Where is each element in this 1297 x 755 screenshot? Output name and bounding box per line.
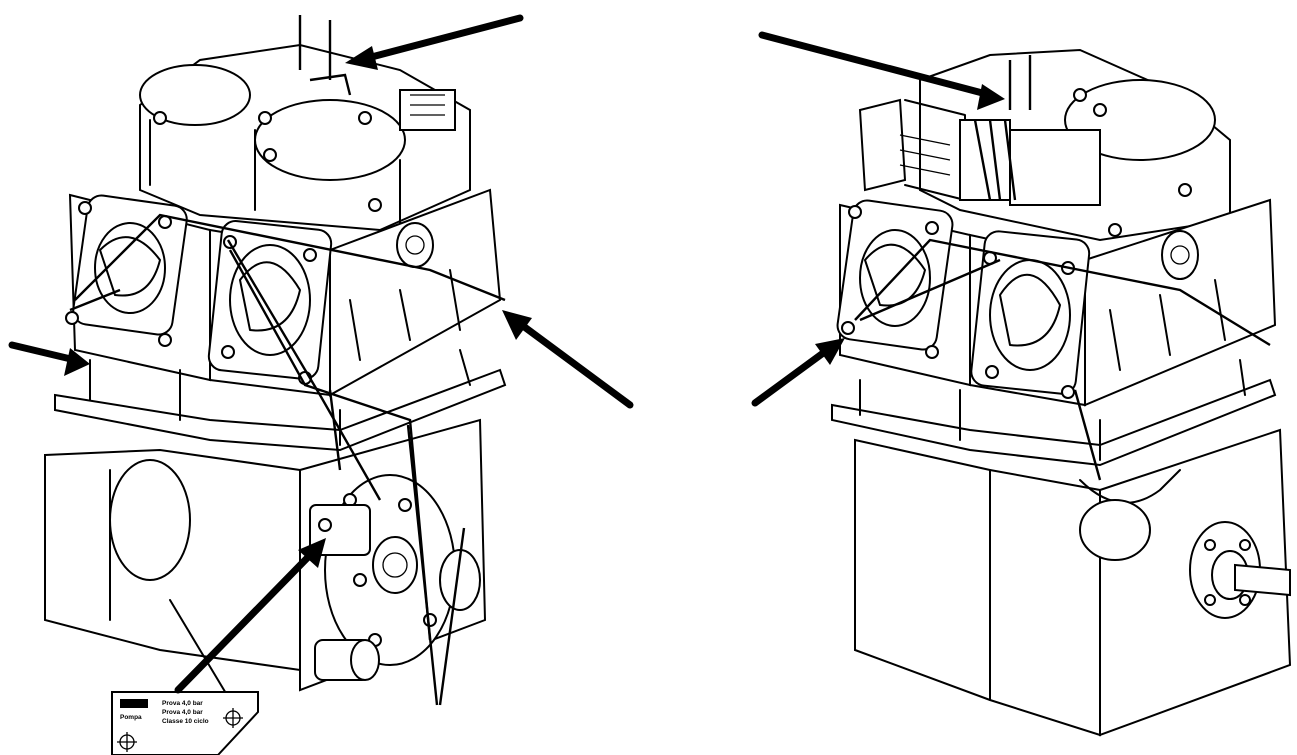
nameplate-logo: [120, 699, 148, 708]
left-pump-view: Pompa Prova 4,0 bar Prova 4,0 bar Classe…: [44, 15, 507, 755]
left-top-cover: [139, 43, 471, 232]
arrow-right-side: [751, 338, 845, 407]
arrow-right-top: [758, 31, 1005, 110]
right-main-body: [836, 198, 1277, 407]
nameplate-sub: Pompa: [120, 714, 142, 721]
pointer-arrows: [8, 14, 1005, 706]
arrow-left-side: [8, 341, 90, 376]
nameplate: Pompa Prova 4,0 bar Prova 4,0 bar Classe…: [111, 691, 259, 755]
left-gear-flange: [309, 474, 481, 681]
nameplate-screw-right: [223, 708, 243, 728]
right-base-plate: [831, 359, 1277, 467]
right-wiring: [854, 55, 1271, 481]
nameplate-line3: Classe 10 ciclo: [162, 718, 209, 725]
arrow-left-bottom: [174, 538, 326, 694]
nameplate-line1: Prova 4,0 bar: [162, 700, 203, 707]
left-base-plate: [54, 349, 507, 452]
nameplate-line2: Prova 4,0 bar: [162, 709, 203, 716]
nameplate-screw-left: [117, 732, 137, 752]
arrow-left-bottom-pair: [406, 424, 466, 706]
right-pump-view: [831, 48, 1292, 737]
arrow-left-right-side: [502, 310, 634, 409]
right-shaft-flange: [1189, 521, 1291, 619]
arrow-left-top: [345, 14, 524, 70]
right-lower-housing: [854, 428, 1292, 737]
